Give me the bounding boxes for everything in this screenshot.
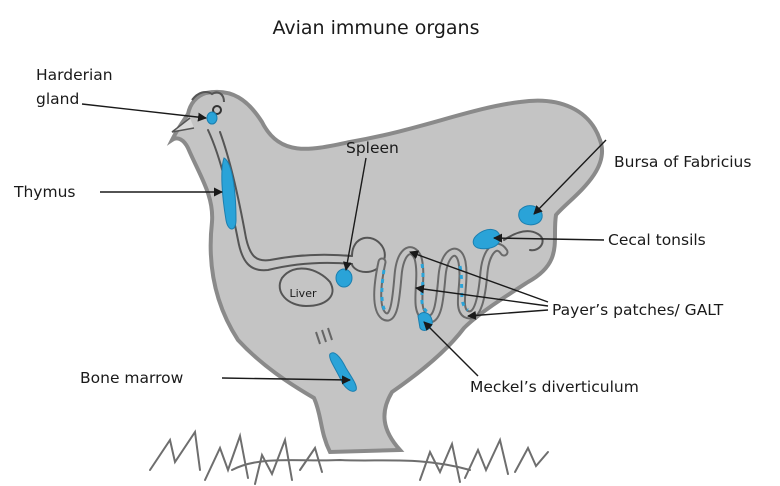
harderian-gland-organ: [207, 112, 217, 124]
cecal-tonsils-label: Cecal tonsils: [608, 231, 706, 249]
meckels-label: Meckel’s diverticulum: [470, 378, 639, 396]
harderian-gland-label-line2: gland: [36, 90, 79, 108]
thymus-label: Thymus: [13, 183, 75, 201]
liver-label: Liver: [290, 287, 317, 300]
spleen-label: Spleen: [346, 139, 399, 157]
payers-patches-label: Payer’s patches/ GALT: [552, 301, 724, 319]
bursa-label: Bursa of Fabricius: [614, 153, 751, 171]
harderian-gland-label-line1: Harderian: [36, 66, 113, 84]
diagram-title: Avian immune organs: [273, 17, 480, 39]
bone-marrow-label: Bone marrow: [80, 369, 184, 387]
spleen-organ: [336, 269, 352, 287]
